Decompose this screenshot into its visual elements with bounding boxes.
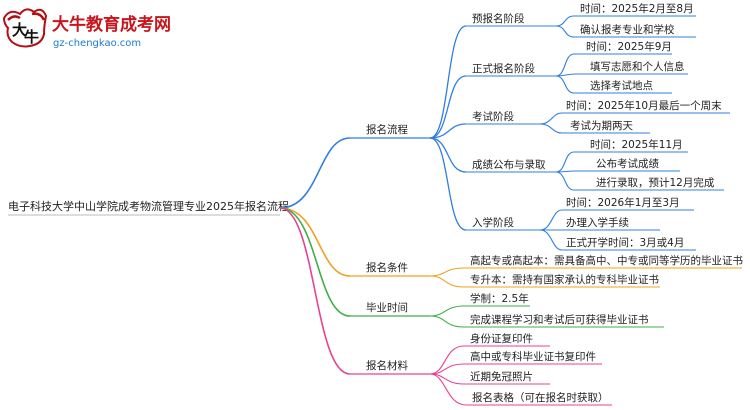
stage-label: 正式报名阶段 — [472, 62, 535, 75]
connector-pink — [279, 207, 351, 375]
branch-label: 报名条件 — [366, 261, 408, 274]
leaf-label: 填写志愿和个人信息 — [590, 60, 685, 73]
leaf-label: 高起专或高起本：需具备高中、中专或同等学历的毕业证书 — [470, 254, 743, 267]
branch-label: 毕业时间 — [366, 301, 408, 314]
leaf-material-diploma[interactable]: 高中或专科毕业证书复印件 — [464, 350, 602, 365]
leaf-label: 考试为期两天 — [570, 120, 633, 132]
leaf-ruxue-start[interactable]: 正式开学时间：3月或4月 — [562, 236, 696, 251]
leaf-kaoshi-duration[interactable]: 考试为期两天 — [562, 120, 650, 134]
leaf-label: 学制：2.5年 — [470, 292, 529, 305]
logo-char-niu: 牛 — [24, 28, 39, 46]
leaf-label: 时间：2025年2月至8月 — [580, 2, 694, 15]
leaf-yubaoming-confirm[interactable]: 确认报考专业和学校 — [574, 23, 696, 38]
leaf-label: 公布考试成绩 — [596, 157, 659, 170]
logo-title: 大牛教育成考网 — [52, 14, 171, 35]
leaf-kaoshi-time[interactable]: 时间：2025年10月最后一个周末 — [562, 99, 730, 114]
leaf-zhengshi-fill[interactable]: 填写志愿和个人信息 — [576, 60, 688, 75]
branch-baoming-cailiao[interactable]: 报名材料 — [350, 359, 430, 375]
branch-connectors — [279, 137, 351, 375]
stage-chengji-luqu[interactable]: 成绩公布与录取 — [466, 158, 556, 173]
leaf-label: 办理入学手续 — [566, 216, 629, 229]
leaf-label: 时间：2026年1月至3月 — [566, 196, 680, 209]
blue-leaf-connectors — [539, 15, 577, 251]
stage-label: 成绩公布与录取 — [472, 158, 546, 171]
leaf-condition-zhuanshengben[interactable]: 专升本：需持有国家承认的专科毕业证书 — [464, 273, 660, 288]
stage-label: 考试阶段 — [472, 110, 514, 123]
stage-kaoshi[interactable]: 考试阶段 — [466, 110, 540, 125]
leaf-label: 身份证复印件 — [470, 332, 533, 345]
leaf-label: 正式开学时间：3月或4月 — [566, 236, 684, 249]
green-leaf-connectors — [429, 305, 465, 328]
orange-leaf-connectors — [429, 267, 465, 288]
leaf-graduation-duration[interactable]: 学制：2.5年 — [464, 292, 530, 307]
leaf-label: 报名表格（可在报名时获取） — [472, 391, 609, 404]
leaf-zhengshi-time[interactable]: 时间：2025年9月 — [574, 40, 672, 55]
branch-baoming-liucheng[interactable]: 报名流程 — [350, 123, 430, 139]
site-logo[interactable]: 大 牛 大牛教育成考网 gz-chengkao.com — [2, 8, 171, 49]
leaf-label: 确认报考专业和学校 — [580, 23, 675, 36]
leaf-label: 专升本：需持有国家承认的专科毕业证书 — [470, 273, 659, 286]
connector-orange — [279, 207, 351, 277]
leaf-label: 时间：2025年11月 — [590, 138, 683, 151]
leaf-label: 完成课程学习和考试后可获得毕业证书 — [470, 313, 649, 326]
connector-blue — [279, 137, 351, 209]
leaf-material-form[interactable]: 报名表格（可在报名时获取） — [466, 391, 612, 406]
leaf-graduation-certificate[interactable]: 完成课程学习和考试后可获得毕业证书 — [464, 313, 664, 328]
logo-url: gz-chengkao.com — [53, 38, 141, 49]
branch-label: 报名流程 — [366, 123, 408, 136]
root-node[interactable]: 电子科技大学中山学院成考物流管理专业2025年报名流程 — [8, 199, 289, 213]
leaf-label: 时间：2025年10月最后一个周末 — [566, 99, 722, 112]
connector-green — [279, 207, 351, 317]
leaf-material-photo[interactable]: 近期免冠照片 — [464, 370, 550, 385]
leaf-condition-gaoqi[interactable]: 高起专或高起本：需具备高中、中专或同等学历的毕业证书 — [464, 254, 743, 269]
stage-zhengshi-baoming[interactable]: 正式报名阶段 — [466, 62, 556, 77]
leaf-chengji-time[interactable]: 时间：2025年11月 — [574, 138, 688, 153]
leaf-label: 进行录取，预计12月完成 — [596, 176, 715, 189]
pink-leaf-connectors — [429, 345, 467, 406]
branch-baoming-tiaojian[interactable]: 报名条件 — [350, 261, 430, 277]
logo-mark-icon: 大 牛 — [2, 8, 48, 48]
branch-label: 报名材料 — [366, 359, 408, 372]
leaf-ruxue-procedure[interactable]: 办理入学手续 — [562, 216, 660, 231]
stage-label: 入学阶段 — [472, 216, 514, 229]
leaf-label: 时间：2025年9月 — [586, 40, 672, 53]
blue-sub-connectors — [429, 25, 467, 231]
leaf-chengji-publish[interactable]: 公布考试成绩 — [576, 157, 680, 172]
branch-biye-shijian[interactable]: 毕业时间 — [350, 301, 430, 317]
leaf-label: 高中或专科毕业证书复印件 — [470, 350, 596, 363]
leaf-material-id[interactable]: 身份证复印件 — [464, 332, 550, 347]
leaf-label: 近期免冠照片 — [470, 370, 533, 383]
leaf-ruxue-time[interactable]: 时间：2026年1月至3月 — [562, 196, 694, 211]
leaf-yubaoming-time[interactable]: 时间：2025年2月至8月 — [574, 2, 696, 17]
logo-char-da: 大 — [12, 21, 27, 39]
stage-label: 预报名阶段 — [472, 12, 525, 25]
leaf-zhengshi-location[interactable]: 选择考试地点 — [574, 79, 672, 94]
leaf-label: 选择考试地点 — [590, 79, 653, 92]
stage-yubaoming[interactable]: 预报名阶段 — [466, 12, 556, 27]
stage-ruxue[interactable]: 入学阶段 — [466, 216, 540, 231]
leaf-chengji-admission[interactable]: 进行录取，预计12月完成 — [574, 176, 724, 191]
